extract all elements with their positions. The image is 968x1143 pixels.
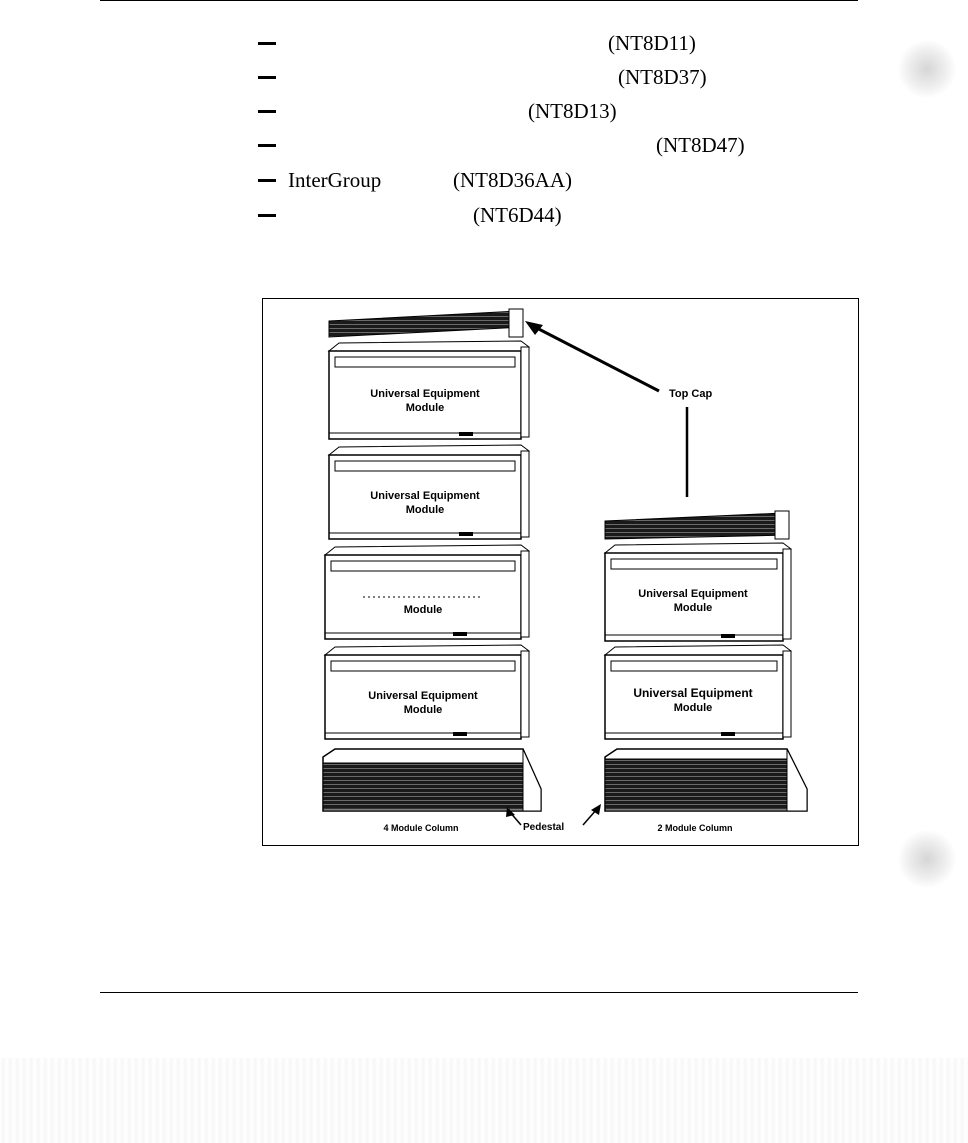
list-item: InterGroup (NT8D36AA) <box>258 167 778 193</box>
product-code: (NT8D36AA) <box>453 168 572 192</box>
product-code: (NT8D13) <box>528 99 617 123</box>
module-label: Module <box>404 704 443 716</box>
list-item: (NT6D44) <box>258 202 778 228</box>
product-code: (NT6D44) <box>473 203 562 227</box>
scan-speck <box>898 830 956 888</box>
top-cap-label: Top Cap <box>669 388 712 400</box>
list-dash <box>258 76 276 79</box>
product-code: (NT8D37) <box>618 65 707 89</box>
pedestal-label: Pedestal <box>523 822 564 833</box>
list-dash <box>258 214 276 217</box>
list-dash <box>258 144 276 147</box>
left-column-caption: 4 Module Column <box>384 823 459 833</box>
module-right-2: Universal Equipment Module <box>603 644 792 740</box>
top-cap-arrow <box>530 323 660 393</box>
list-item: (NT8D37) <box>258 64 778 90</box>
module-left-4: Universal Equipment Module <box>323 644 530 740</box>
top-rule <box>100 0 858 1</box>
right-column-caption: 2 Module Column <box>658 823 733 833</box>
module-label: Universal Equipment <box>370 490 480 502</box>
module-left-1: Universal Equipment Module <box>327 340 530 440</box>
list-dash <box>258 110 276 113</box>
bottom-rule <box>100 992 858 993</box>
list-dash <box>258 179 276 182</box>
scan-speck <box>898 40 956 98</box>
top-cap-left <box>328 308 524 338</box>
module-label: Universal Equipment <box>368 690 478 702</box>
scan-noise <box>0 1058 968 1143</box>
module-left-2: Universal Equipment Module <box>327 444 530 540</box>
module-label: Module <box>674 702 713 714</box>
arrowhead <box>591 804 601 815</box>
list-dash <box>258 42 276 45</box>
arrowhead <box>525 321 543 335</box>
module-label: Module <box>406 402 445 414</box>
list-item: (NT8D13) <box>258 98 778 124</box>
list-item: (NT8D47) <box>258 132 778 158</box>
module-columns-illustration: Universal Equipment Module Universal Equ… <box>322 308 808 833</box>
top-cap-right <box>604 510 790 540</box>
arrowhead <box>506 807 515 817</box>
figure-frame: Universal Equipment Module Universal Equ… <box>262 298 859 846</box>
module-label: Module <box>674 602 713 614</box>
list-item: (NT8D11) <box>258 30 778 56</box>
product-code: (NT8D47) <box>656 133 745 157</box>
product-code: (NT8D11) <box>608 31 696 55</box>
module-label: Module <box>404 604 443 616</box>
pedestal-right <box>604 748 808 812</box>
module-left-3: Module <box>323 544 530 640</box>
pedestal-left <box>322 748 542 812</box>
list-item-text: InterGroup <box>288 168 382 192</box>
module-label: Universal Equipment <box>633 686 752 700</box>
module-label: Module <box>406 504 445 516</box>
module-label: Universal Equipment <box>638 588 748 600</box>
module-right-1: Universal Equipment Module <box>603 542 792 642</box>
module-label: Universal Equipment <box>370 388 480 400</box>
